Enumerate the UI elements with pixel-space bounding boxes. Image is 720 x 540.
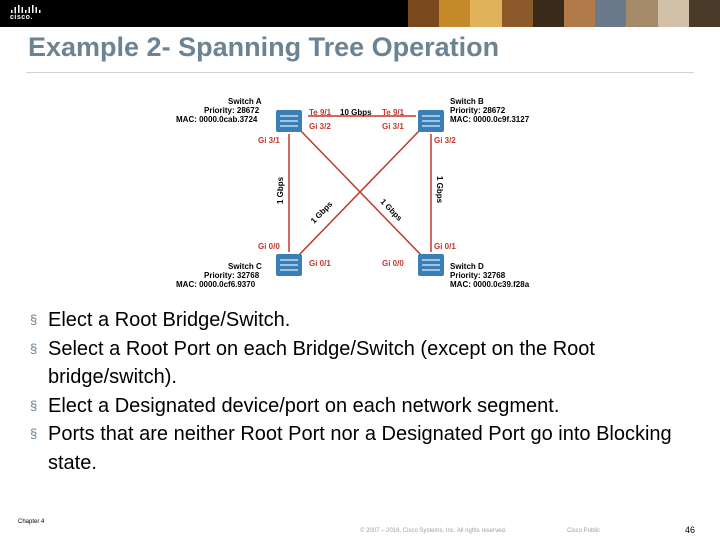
switch-c-name: Switch C — [228, 262, 262, 271]
port-b-gi31: Gi 3/1 — [382, 122, 404, 131]
link-b-c — [297, 129, 421, 257]
port-b-te: Te 9/1 — [382, 108, 405, 117]
header-photo — [439, 0, 471, 27]
switch-b-icon — [418, 110, 444, 132]
logo-text: cisco. — [10, 14, 33, 21]
switch-b-name: Switch B — [450, 97, 484, 106]
port-c-gi01: Gi 0/1 — [309, 259, 331, 268]
bullet-mark: § — [30, 340, 38, 356]
switch-a-name: Switch A — [228, 97, 262, 106]
bullet-mark: § — [30, 397, 38, 413]
port-a-gi31: Gi 3/1 — [258, 136, 280, 145]
slide-title: Example 2- Spanning Tree Operation — [28, 32, 500, 62]
header-photo — [470, 0, 502, 27]
cisco-logo-icon — [11, 5, 41, 13]
switch-b-priority: Priority: 28672 — [450, 106, 506, 115]
header-photo — [595, 0, 627, 27]
header-photo — [564, 0, 596, 27]
port-a-gi32: Gi 3/2 — [309, 122, 331, 131]
bullet-item: § Elect a Designated device/port on each … — [28, 392, 708, 421]
switch-c-mac: MAC: 0000.0cf6.9370 — [176, 280, 256, 289]
header-photo — [688, 0, 720, 27]
switch-d-icon — [418, 254, 444, 276]
bullet-item: § Select a Root Port on each Bridge/Switc… — [28, 335, 708, 392]
chapter-label: Chapter 4 — [18, 519, 45, 525]
bullet-list: § Elect a Root Bridge/Switch. § Select a R… — [28, 306, 708, 477]
title-divider — [26, 72, 694, 73]
switch-a-icon — [276, 110, 302, 132]
header-photo — [501, 0, 533, 27]
link-diag2-speed: 1 Gbps — [379, 197, 405, 223]
switch-d-priority: Priority: 32768 — [450, 271, 506, 280]
bullet-item: § Ports that are neither Root Port nor a … — [28, 420, 708, 477]
switch-d-mac: MAC: 0000.0c39.f28a — [450, 280, 530, 289]
port-d-gi01: Gi 0/1 — [434, 242, 456, 251]
header-photo — [532, 0, 565, 27]
bullet-text: Elect a Root Bridge/Switch. — [48, 309, 291, 331]
bullet-text: Elect a Designated device/port on each n… — [48, 394, 560, 417]
header-photo — [408, 0, 440, 27]
header-photo — [657, 0, 689, 27]
page-number: 46 — [685, 525, 696, 535]
switch-b-mac: MAC: 0000.0c9f.3127 — [450, 115, 530, 124]
copyright-text: © 2007 – 2016, Cisco Systems, Inc. All r… — [360, 528, 507, 534]
header-photo — [626, 0, 658, 27]
bullet-text: Ports that are neither Root Port nor a D… — [48, 423, 672, 474]
switch-a-priority: Priority: 28672 — [204, 106, 260, 115]
bullet-item: § Elect a Root Bridge/Switch. — [28, 306, 708, 335]
port-c-gi00: Gi 0/0 — [258, 242, 280, 251]
link-a-d — [299, 129, 423, 257]
classification-text: Cisco Public — [567, 528, 601, 534]
port-b-gi32: Gi 3/2 — [434, 136, 456, 145]
stp-topology-diagram: Switch A Priority: 28672 MAC: 0000.0cab.… — [176, 97, 530, 289]
switch-c-priority: Priority: 32768 — [204, 271, 260, 280]
link-left-speed: 1 Gbps — [276, 176, 285, 204]
port-a-te: Te 9/1 — [309, 108, 332, 117]
bullet-mark: § — [30, 312, 38, 327]
bullet-mark: § — [30, 426, 38, 441]
link-right-speed: 1 Gbps — [435, 176, 444, 204]
switch-a-mac: MAC: 0000.0cab.3724 — [176, 115, 258, 124]
header-photo-strip — [408, 0, 720, 27]
link-ab-speed: 10 Gbps — [340, 108, 372, 117]
header-bar: cisco. — [0, 0, 720, 27]
port-d-gi00: Gi 0/0 — [382, 259, 404, 268]
bullet-text: Select a Root Port on each Bridge/Switch… — [48, 337, 595, 389]
switch-c-icon — [276, 254, 302, 276]
switch-d-name: Switch D — [450, 262, 484, 271]
